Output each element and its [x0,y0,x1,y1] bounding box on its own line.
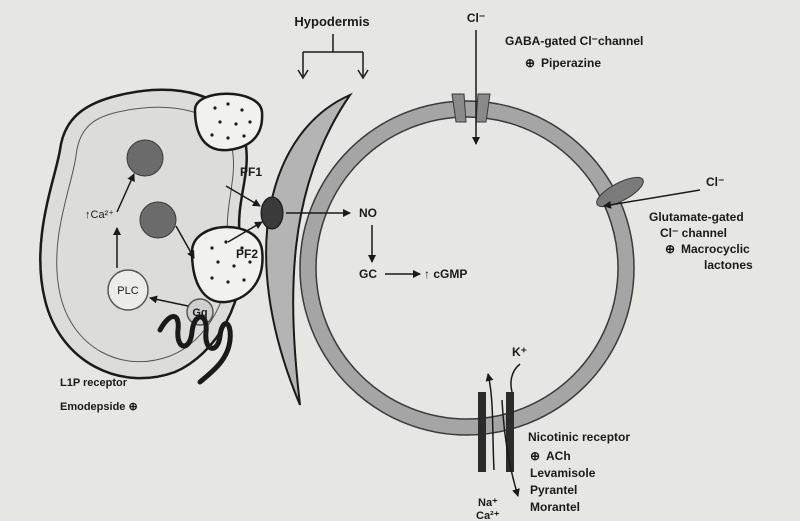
glutamate-agonist-line2: lactones [704,258,753,272]
pf1-label: PF1 [240,165,262,179]
glutamate-agonist-symbol: ⊕ [665,242,675,256]
glutamate-label-line1: Glutamate-gated [649,210,744,224]
l1p-receptor-label: L1P receptor [60,377,128,389]
nicotinic-drug-levamisole: Levamisole [530,466,596,480]
gaba-agonist-symbol: ⊕ [525,56,535,70]
sodium-label: Na⁺ [478,497,498,509]
pf2-vesicle-pocket [192,227,262,302]
glutamate-label-line2: Cl⁻ channel [660,226,727,240]
cgmp-label: ↑ cGMP [424,267,467,281]
emodepside-label: Emodepside ⊕ [60,401,138,413]
nicotinic-drug-morantel: Morantel [530,500,580,514]
dark-vesicle-top [127,140,163,176]
gaba-agonist-label: Piperazine [541,56,601,70]
hypodermis-bracket-ticks [298,70,368,78]
potassium-curve [511,364,520,392]
hypodermis-bracket [303,34,363,76]
nitric-oxide-label: NO [359,206,377,220]
chloride-right-label: Cl⁻ [706,175,724,189]
potassium-label: K⁺ [512,345,527,359]
chloride-top-label: Cl⁻ [467,11,485,25]
dark-vesicle-middle [140,202,176,238]
nicotinic-drug-ach: ACh [546,449,571,463]
pf1-vesicle-pocket [195,94,262,150]
hypodermis-label: Hypodermis [294,14,369,29]
calcium-label: ↑Ca²⁺ [85,209,114,221]
glutamate-agonist-line1: Macrocyclic [681,242,750,256]
guanylyl-cyclase-label: GC [359,267,377,281]
plc-label: PLC [117,285,138,297]
nicotinic-agonist-symbol: ⊕ [530,449,540,463]
nicotinic-drug-pyrantel: Pyrantel [530,483,577,497]
nicotinic-receptor-label: Nicotinic receptor [528,430,630,444]
calcium-influx-label: Ca²⁺ [476,510,500,521]
gaba-channel-label: GABA-gated Cl⁻channel [505,34,643,48]
pf-receptor-dark-oval [261,197,283,229]
pf2-label: PF2 [236,247,258,261]
